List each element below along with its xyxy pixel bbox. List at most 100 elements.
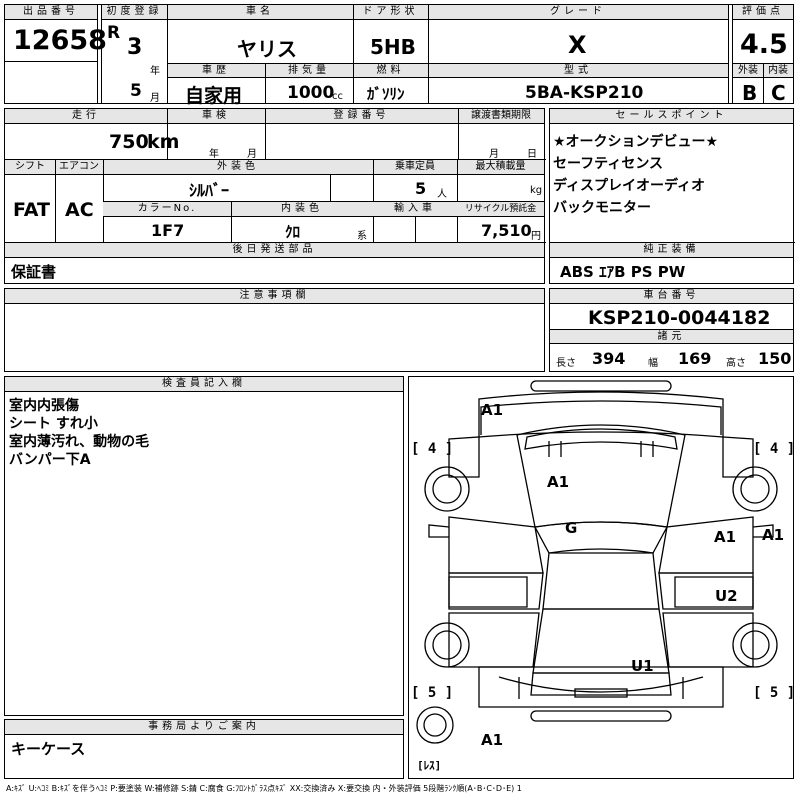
max-load-header: 最大積載量: [457, 160, 544, 175]
height: 150: [758, 349, 792, 368]
color-no: 1F7: [151, 221, 185, 240]
damage-mark: A1: [481, 731, 504, 749]
history: 自家用: [185, 85, 243, 107]
tire-spare: [ﾚｽ]: [417, 759, 442, 772]
car-name-header: 車名: [167, 5, 353, 20]
chassis-header: 車台番号: [550, 289, 793, 304]
inspector-note: 室内内張傷: [9, 398, 79, 414]
reg-month: 5: [130, 81, 142, 101]
genuine-equipment-header: 純正装備: [550, 243, 793, 258]
displacement-unit: cc: [332, 91, 343, 102]
exterior-grade: B: [742, 81, 758, 105]
inspector-note: バンパー下A: [9, 452, 91, 468]
car-outline: [416, 380, 778, 744]
damage-mark: G: [565, 519, 578, 537]
sales-point-item: ★オークションデビュー★: [553, 134, 719, 150]
color-no-header: カラーNo.: [103, 202, 231, 217]
fuel-header: 燃料: [353, 63, 428, 78]
era: R: [107, 23, 121, 43]
displacement: 1000: [287, 83, 335, 103]
car-name: ヤリス: [237, 37, 297, 61]
door-header: ドア形状: [353, 5, 428, 20]
later-items-header: 後日発送部品: [5, 243, 544, 258]
history-header: 車歴: [167, 63, 265, 78]
month-unit: 月: [150, 93, 160, 104]
width-label: 幅: [648, 358, 658, 369]
sales-points-block: セールスポイント ★オークションデビュー★ セーフティセンス ディスプレイオーデ…: [549, 108, 795, 284]
genuine-equipment: ABS ｴｱB PS PW: [560, 263, 686, 281]
tire-depth-rear-right: [ 5 ]: [753, 685, 796, 701]
mileage: 750: [109, 131, 149, 153]
door-type: 5HB: [370, 35, 416, 59]
capacity: 5: [415, 179, 427, 198]
interior-grade: C: [771, 81, 786, 105]
recycle-fee: 7,510: [481, 221, 532, 240]
later-items: 保証書: [11, 263, 57, 281]
damage-mark: U2: [715, 587, 738, 605]
mileage-header: 走行: [5, 109, 167, 124]
length-label: 長さ: [556, 358, 576, 369]
damage-mark: A1: [762, 526, 785, 544]
inspection-year-unit: 年: [209, 149, 219, 160]
detail-block: 走行 車検 登録番号 譲渡書類期限 750 km 年 月 月 日 シフト エアコ…: [4, 108, 546, 284]
damage-mark: A1: [547, 473, 570, 491]
office-header: 事務局よりご案内: [5, 720, 403, 735]
tire-depth-front-right: [ 4 ]: [753, 441, 796, 457]
aircon-header: エアコン: [55, 160, 103, 175]
legend: A:ｷｽﾞ U:ﾍｺﾐ B:ｷｽﾞを伴うﾍｺﾐ P:要塗装 W:補修跡 S:錆 …: [6, 784, 522, 793]
office-block: 事務局よりご案内 キーケース: [4, 719, 404, 779]
header-block: 出品番号 初度登録 車名 ドア形状 グレード 評価点 車歴 排気量 燃料 型式 …: [4, 4, 794, 107]
interior-color: ｸﾛ: [285, 223, 301, 241]
model-type-header: 型式: [428, 63, 728, 78]
inspector-header: 検査員記入欄: [5, 377, 403, 392]
inspector-note: シート すれ小: [9, 416, 98, 432]
first-reg-header: 初度登録: [102, 5, 167, 20]
inspector-note: 室内薄汚れ、動物の毛: [9, 434, 150, 450]
interior-color-unit: 系: [357, 231, 367, 242]
deadline-month-unit: 月: [489, 149, 499, 160]
sales-point-item: バックモニター: [553, 200, 651, 216]
sales-points-header: セールスポイント: [550, 109, 793, 124]
sales-point-item: セーフティセンス: [553, 156, 664, 172]
grade: X: [568, 31, 587, 59]
capacity-header: 乗車定員: [373, 160, 457, 175]
exterior-color-header: 外装色: [103, 160, 373, 175]
deadline-header: 譲渡書類期限: [458, 109, 544, 124]
damage-mark: A1: [714, 528, 737, 546]
capacity-unit: 人: [437, 189, 447, 200]
office-note: キーケース: [11, 740, 86, 758]
damage-mark: A1: [481, 401, 504, 419]
year-unit: 年: [150, 66, 160, 77]
interior-color-header: 内装色: [231, 202, 373, 217]
shift: FAT: [13, 199, 50, 221]
deadline-day-unit: 日: [527, 149, 537, 160]
displacement-header: 排気量: [265, 63, 353, 78]
width: 169: [678, 349, 712, 368]
inspection-month-unit: 月: [247, 149, 257, 160]
reg-no-header: 登録番号: [265, 109, 458, 124]
shift-header: シフト: [5, 160, 55, 175]
interior-header: 内装: [763, 63, 793, 78]
exterior-header: 外装: [733, 63, 763, 78]
height-label: 高さ: [726, 358, 746, 369]
score: 4.5: [740, 29, 788, 60]
recycle-header: リサイクル預託金: [457, 202, 544, 217]
inspection-header: 車検: [167, 109, 265, 124]
tire-depth-front-left: [ 4 ]: [411, 441, 454, 457]
car-diagram: A1 A1 G A1 A1 U2 U1 A1 [ 4 ] [ 4 ] [ 5 ]…: [408, 376, 796, 779]
tire-depth-rear-left: [ 5 ]: [411, 685, 454, 701]
exterior-color: ｼﾙﾊﾞｰ: [189, 181, 230, 200]
chassis-number: KSP210-0044182: [588, 307, 771, 329]
grade-header: グレード: [428, 5, 728, 20]
fuel: ｶﾞｿﾘﾝ: [367, 85, 405, 103]
notes-header: 注意事項欄: [5, 289, 544, 304]
model-type: 5BA-KSP210: [525, 83, 644, 103]
score-header: 評価点: [733, 5, 793, 20]
mileage-unit: km: [147, 131, 180, 153]
lot-no-header: 出品番号: [5, 5, 97, 20]
damage-mark: U1: [631, 657, 654, 675]
load-unit: kg: [530, 185, 543, 196]
aircon: AC: [65, 199, 94, 221]
recycle-unit: 円: [531, 231, 541, 242]
dimensions-header: 諸元: [550, 329, 793, 344]
